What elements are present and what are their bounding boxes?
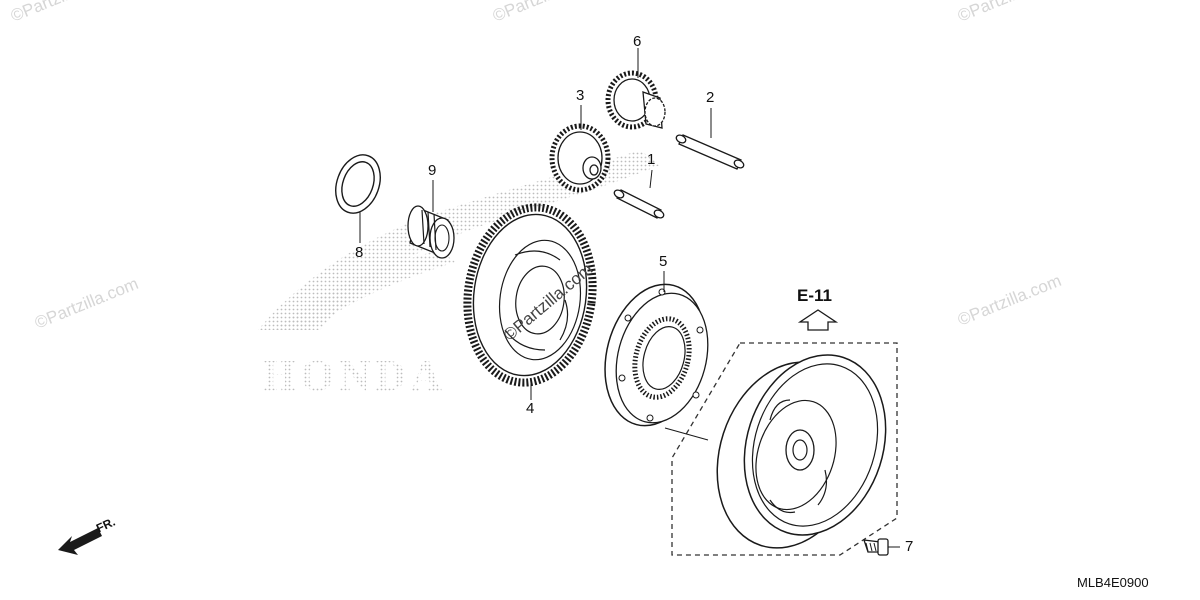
svg-text:HONDA: HONDA <box>262 351 446 400</box>
callout-4: 4 <box>526 400 535 417</box>
callout-2: 2 <box>706 89 715 106</box>
reference-label: E-11 <box>797 286 832 305</box>
part-8-washer <box>335 154 381 214</box>
front-arrow-icon <box>58 528 102 555</box>
flywheel <box>716 354 887 549</box>
leader-lines <box>359 48 900 548</box>
callout-8: 8 <box>355 244 364 261</box>
part-2-pin <box>675 134 745 170</box>
callout-5: 5 <box>659 253 668 270</box>
part-9-needle-bearing <box>407 205 455 259</box>
reference-arrow-icon <box>797 309 839 331</box>
diagram-code: MLB4E0900 <box>1077 575 1149 590</box>
callout-1: 1 <box>647 151 656 168</box>
callout-3: 3 <box>576 87 585 104</box>
part-6-gear <box>605 70 666 130</box>
reference-outline <box>671 342 898 556</box>
callout-6: 6 <box>633 33 642 50</box>
part-1-pin <box>613 189 665 219</box>
callout-7: 7 <box>905 538 914 555</box>
part-5-one-way-clutch <box>604 283 709 427</box>
part-3-gear <box>549 123 611 193</box>
part-4-driven-gear <box>463 203 597 387</box>
honda-logo-watermark: HONDA <box>258 150 660 400</box>
part-7-bolt <box>863 538 889 556</box>
callout-9: 9 <box>428 162 437 179</box>
